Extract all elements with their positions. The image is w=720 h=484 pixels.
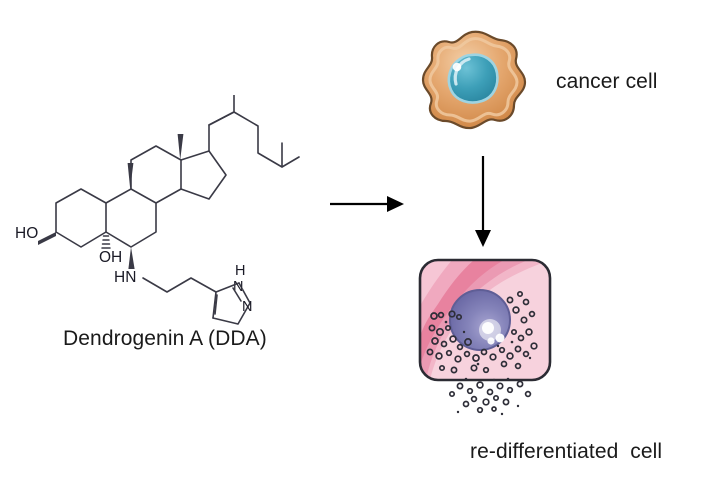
atom-label-ho: HO xyxy=(15,225,38,242)
cancer-cell-nucleolus-highlight xyxy=(452,62,462,72)
dendrogenin-a-structure: HO OH HN H N N N xyxy=(15,95,300,325)
atom-label-n: N xyxy=(242,299,252,315)
nucleolus xyxy=(482,322,494,334)
redifferentiated-cell-label: re-differentiated cell xyxy=(470,440,663,463)
nucleus-vesicle-2 xyxy=(487,337,495,345)
molecule-label: Dendrogenin A (DDA) xyxy=(63,327,267,350)
cancer-cell-inner-rim xyxy=(428,37,519,123)
redifferentiated-cell-outline xyxy=(418,258,552,382)
atom-label-nh-h: H xyxy=(235,263,245,279)
transformation-arrow xyxy=(475,156,491,247)
cancer-cell-illustration xyxy=(421,30,527,130)
atom-label-nh: N xyxy=(233,279,243,295)
cancer-cell-label: cancer cell xyxy=(556,70,658,93)
atom-label-hn: HN xyxy=(114,269,136,286)
granule-cluster xyxy=(426,290,538,414)
nucleus-vesicle xyxy=(495,333,505,343)
imidazole-n-mask: N xyxy=(233,279,243,295)
conversion-arrow xyxy=(330,196,404,212)
redifferentiated-cell-illustration xyxy=(418,258,552,416)
granule-dots xyxy=(444,320,532,416)
atom-label-oh: OH xyxy=(99,249,122,266)
